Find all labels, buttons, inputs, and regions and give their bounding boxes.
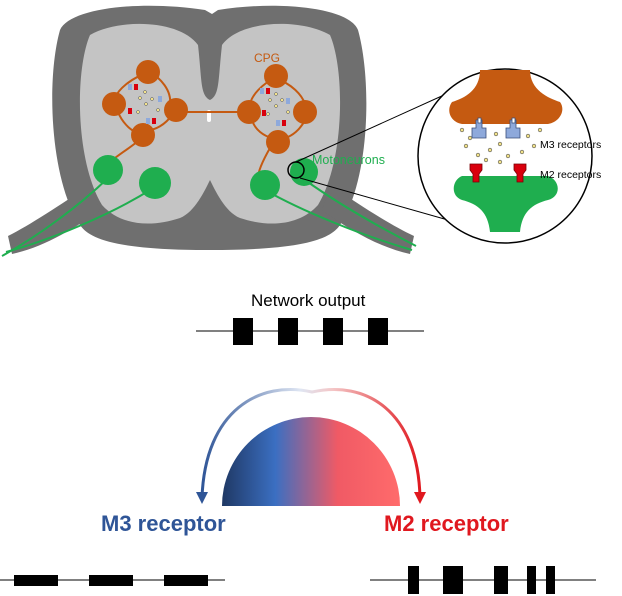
arrow-head-m2 bbox=[414, 492, 426, 504]
cpg-neurons-left bbox=[102, 60, 188, 147]
balance-semicircle bbox=[222, 417, 400, 506]
burst bbox=[233, 318, 253, 345]
burst bbox=[494, 566, 508, 594]
burst bbox=[546, 566, 555, 594]
motoneuron-cell bbox=[139, 167, 171, 199]
m2-receptors-label: M2 receptors bbox=[540, 169, 601, 181]
burst bbox=[443, 566, 463, 594]
arrow-head-m3 bbox=[196, 492, 208, 504]
cpg-neuron bbox=[237, 100, 261, 124]
m3-receptor-label: M3 receptor bbox=[101, 511, 226, 536]
zoom-line-bottom bbox=[299, 177, 456, 223]
m2-receptor-icon bbox=[469, 163, 527, 183]
cpg-label: CPG bbox=[254, 51, 280, 65]
m3-output-trace bbox=[0, 575, 225, 586]
zoom-line-top bbox=[295, 89, 456, 163]
presynaptic-terminal bbox=[449, 70, 563, 124]
burst bbox=[14, 575, 58, 586]
cpg-neuron bbox=[293, 100, 317, 124]
synapse-inset: M3 receptors M2 receptors bbox=[417, 68, 601, 244]
burst bbox=[89, 575, 133, 586]
curved-arrow-icon bbox=[200, 387, 422, 499]
cpg-neuron bbox=[102, 92, 126, 116]
postsynaptic-neuron bbox=[453, 176, 558, 232]
spinal-cord-section: CPG Motoneurons bbox=[1, 5, 456, 257]
nerve-root-left bbox=[8, 185, 100, 254]
motoneurons bbox=[93, 155, 318, 200]
network-output-trace: Network output bbox=[196, 291, 424, 345]
burst bbox=[278, 318, 298, 345]
network-output-label: Network output bbox=[251, 291, 366, 310]
motoneuron-axon-right-1 bbox=[264, 189, 413, 251]
burst bbox=[408, 566, 419, 594]
motoneuron-axon-right-2 bbox=[304, 179, 417, 247]
cpg-receptor-glyphs bbox=[128, 84, 290, 126]
burst bbox=[323, 318, 343, 345]
vesicle-dot-icon bbox=[459, 127, 543, 165]
cpg-neurons-right bbox=[237, 64, 317, 154]
cpg-neuron bbox=[164, 98, 188, 122]
m2-receptor-label: M2 receptor bbox=[384, 511, 509, 536]
m3-receptors-label: M3 receptors bbox=[540, 139, 601, 151]
cpg-neuron bbox=[264, 64, 288, 88]
cpg-neuron bbox=[136, 60, 160, 84]
cpg-neuron bbox=[131, 123, 155, 147]
motoneuron-axon-left-2 bbox=[5, 189, 151, 253]
motoneuron-cell bbox=[93, 155, 123, 185]
burst bbox=[527, 566, 536, 594]
cpg-neuron bbox=[266, 130, 290, 154]
burst bbox=[368, 318, 388, 345]
m3-receptor-icon bbox=[471, 117, 521, 139]
m2-output-trace bbox=[370, 566, 596, 594]
burst bbox=[164, 575, 208, 586]
vesicle-dots bbox=[136, 90, 290, 116]
motoneurons-label: Motoneurons bbox=[312, 153, 385, 167]
motoneuron-cell bbox=[250, 170, 280, 200]
receptor-balance: M3 receptor M2 receptor bbox=[101, 387, 509, 536]
